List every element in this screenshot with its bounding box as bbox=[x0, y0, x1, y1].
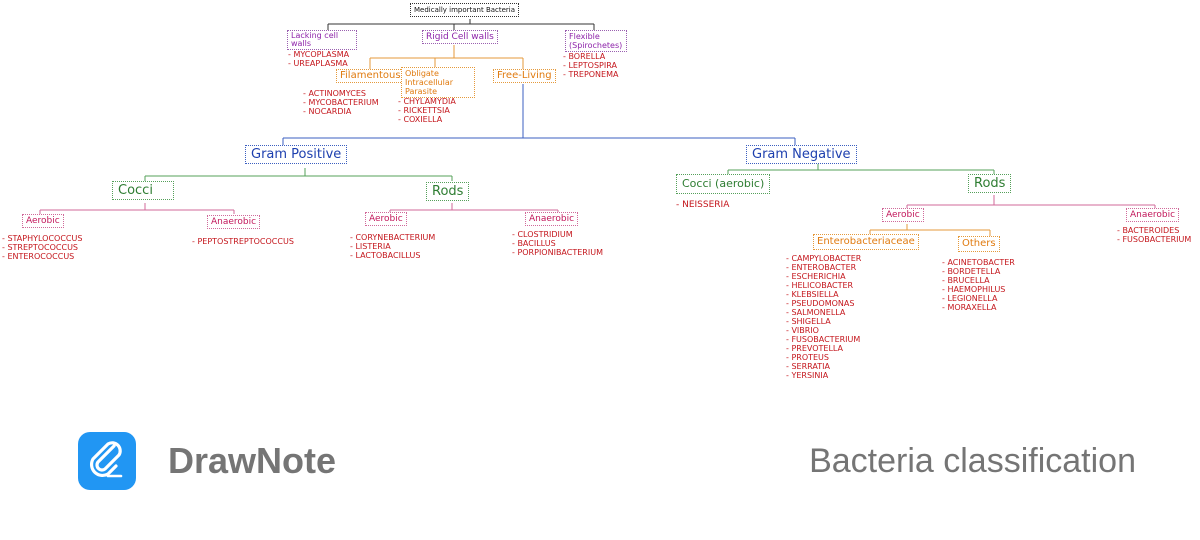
list-item: NOCARDIA bbox=[303, 107, 379, 116]
others-list: ACINETOBACTER BORDETELLA BRUCELLA HAEMOP… bbox=[942, 258, 1015, 312]
flexible-list: BORELLA LEPTOSPIRA TREPONEMA bbox=[563, 52, 618, 79]
list-item: LACTOBACILLUS bbox=[350, 251, 435, 260]
list-item: ENTEROCOCCUS bbox=[2, 252, 82, 261]
list-item: STREPTOCOCCUS bbox=[2, 243, 82, 252]
list-item: STAPHYLOCOCCUS bbox=[2, 234, 82, 243]
list-item: LEGIONELLA bbox=[942, 294, 1015, 303]
gn-rods-node: Rods bbox=[968, 174, 1012, 193]
list-item: PORPIONIBACTERIUM bbox=[512, 248, 603, 257]
others-node: Others bbox=[958, 236, 1000, 252]
gp-rods-node: Rods bbox=[426, 182, 470, 201]
list-item: TREPONEMA bbox=[563, 70, 618, 79]
list-item: NEISSERIA bbox=[676, 201, 729, 210]
list-item: SERRATIA bbox=[786, 362, 861, 371]
list-item: LISTERIA bbox=[350, 242, 435, 251]
diagram-title: Bacteria classification bbox=[809, 442, 1136, 480]
gp-rods-anaerobic-list: CLOSTRIDIUM BACILLUS PORPIONIBACTERIUM bbox=[512, 230, 603, 257]
rigid-cell-walls-node: Rigid Cell walls bbox=[422, 30, 498, 44]
list-item: FUSOBACTERIUM bbox=[1117, 235, 1191, 244]
list-item: YERSINIA bbox=[786, 371, 861, 380]
filamentous-list: ACTINOMYCES MYCOBACTERIUM NOCARDIA bbox=[303, 89, 379, 116]
gn-cocci-list: NEISSERIA bbox=[676, 201, 729, 210]
gp-cocci-aerobic-list: STAPHYLOCOCCUS STREPTOCOCCUS ENTEROCOCCU… bbox=[2, 234, 82, 261]
gn-cocci-node: Cocci (aerobic) bbox=[676, 174, 771, 194]
free-living-node: Free-Living bbox=[493, 69, 556, 83]
gp-rods-anaerobic-node: Anaerobic bbox=[525, 212, 579, 226]
enterobacteriaceae-node: Enterobacteriaceae bbox=[813, 234, 919, 250]
gp-cocci-anaerobic-node: Anaerobic bbox=[207, 215, 261, 229]
gp-rods-aerobic-list: CORYNEBACTERIUM LISTERIA LACTOBACILLUS bbox=[350, 233, 435, 260]
list-item: ENTEROBACTER bbox=[786, 263, 861, 272]
filamentous-node: Filamentous bbox=[336, 69, 405, 83]
list-item: BACTEROIDES bbox=[1117, 226, 1191, 235]
list-item: CORYNEBACTERIUM bbox=[350, 233, 435, 242]
gp-cocci-node: Cocci bbox=[112, 181, 174, 200]
list-item: PSEUDOMONAS bbox=[786, 299, 861, 308]
list-item: RICKETTSIA bbox=[398, 106, 456, 115]
gn-rods-anaerobic-node: Anaerobic bbox=[1126, 208, 1180, 222]
root-node: Medically important Bacteria bbox=[410, 3, 520, 17]
list-item: FUSOBACTERIUM bbox=[786, 335, 861, 344]
list-item: UREAPLASMA bbox=[288, 59, 349, 68]
list-item: HELICOBACTER bbox=[786, 281, 861, 290]
list-item: PREVOTELLA bbox=[786, 344, 861, 353]
list-item: CAMPYLOBACTER bbox=[786, 254, 861, 263]
app-name: DrawNote bbox=[168, 440, 337, 481]
list-item: HAEMOPHILUS bbox=[942, 285, 1015, 294]
list-item: BACILLUS bbox=[512, 239, 603, 248]
gn-rods-anaerobic-list: BACTEROIDES FUSOBACTERIUM bbox=[1117, 226, 1191, 244]
list-item: COXIELLA bbox=[398, 115, 456, 124]
gn-rods-aerobic-node: Aerobic bbox=[882, 208, 924, 222]
list-item: PEPTOSTREPTOCOCCUS bbox=[192, 237, 293, 246]
gram-negative-node: Gram Negative bbox=[746, 145, 857, 164]
lacking-cell-walls-list: MYCOPLASMA UREAPLASMA bbox=[288, 50, 349, 68]
list-item: CHYLAMYDIA bbox=[398, 97, 455, 106]
list-item: BRUCELLA bbox=[942, 276, 1015, 285]
list-item: ACTINOMYCES bbox=[303, 89, 379, 98]
list-item: BORDETELLA bbox=[942, 267, 1015, 276]
list-item: ESCHERICHIA bbox=[786, 272, 861, 281]
gp-rods-aerobic-node: Aerobic bbox=[365, 212, 407, 226]
gram-positive-node: Gram Positive bbox=[245, 145, 348, 164]
list-item: BORELLA bbox=[563, 52, 618, 61]
flexible-node: Flexible (Spirochetes) bbox=[565, 30, 627, 52]
gp-cocci-aerobic-node: Aerobic bbox=[22, 214, 64, 228]
obligate-intracellular-node: Obligate Intracellular Parasite bbox=[401, 67, 475, 98]
diagram-canvas: Medically important Bacteria Lacking cel… bbox=[0, 0, 1200, 420]
list-item: SHIGELLA bbox=[786, 317, 861, 326]
list-item: ACINETOBACTER bbox=[942, 258, 1014, 267]
list-item: PROTEUS bbox=[786, 353, 861, 362]
list-item: LEPTOSPIRA bbox=[563, 61, 618, 70]
obligate-list: CHYLAMYDIA RICKETTSIA COXIELLA bbox=[398, 97, 456, 124]
connector-lines bbox=[39, 19, 1156, 236]
paperclip-pen-icon bbox=[78, 432, 136, 490]
enterobacteriaceae-list: CAMPYLOBACTER ENTEROBACTER ESCHERICHIA H… bbox=[786, 254, 861, 380]
lacking-cell-walls-node: Lacking cell walls bbox=[287, 30, 357, 50]
list-item: MYCOBACTERIUM bbox=[303, 98, 378, 107]
gp-cocci-anaerobic-list: PEPTOSTREPTOCOCCUS bbox=[192, 237, 293, 246]
list-item: KLEBSIELLA bbox=[786, 290, 861, 299]
list-item: SALMONELLA bbox=[786, 308, 861, 317]
list-item: MYCOPLASMA bbox=[288, 50, 349, 59]
list-item: VIBRIO bbox=[786, 326, 861, 335]
list-item: CLOSTRIDIUM bbox=[512, 230, 603, 239]
list-item: MORAXELLA bbox=[942, 303, 1015, 312]
